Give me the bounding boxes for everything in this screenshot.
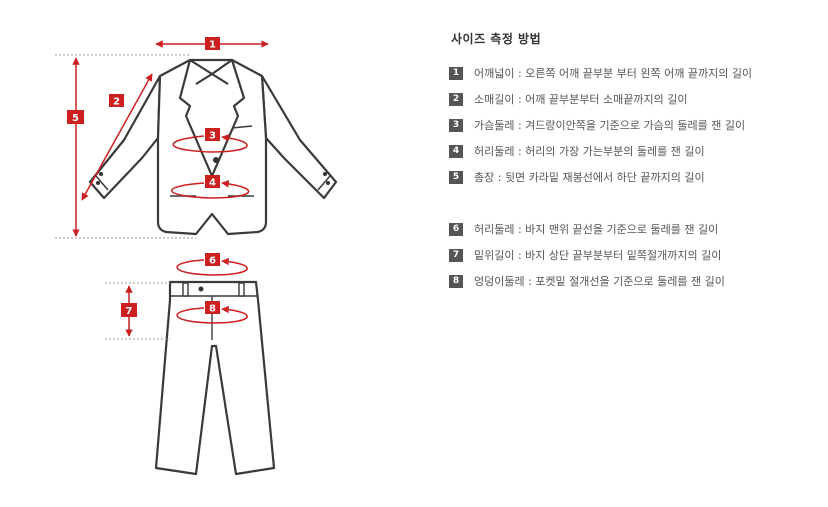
pants-outline	[154, 280, 276, 476]
svg-text:4: 4	[209, 178, 216, 189]
svg-text:5: 5	[72, 113, 79, 124]
legend-item: 2 소매길이 : 어깨 끝부분부터 소매끝까지의 길이	[449, 86, 819, 112]
marker-4: 4	[205, 175, 220, 189]
legend-text: 총장 : 뒷면 카라밑 재봉선에서 하단 끝까지의 길이	[474, 171, 705, 184]
legend-item: 7 밑위길이 : 바지 상단 끝부분부터 밑쪽절개까지의 길이	[449, 242, 819, 268]
measurement-legend: 사이즈 측정 방법 1 어깨넓이 : 오른쪽 어깨 끝부분 부터 왼쪽 어깨 끝…	[449, 30, 819, 294]
pants-button	[198, 286, 204, 292]
legend-text: 어깨넓이 : 오른쪽 어깨 끝부분 부터 왼쪽 어깨 끝까지의 길이	[474, 67, 753, 80]
legend-item: 8 엉덩이둘레 : 포켓밑 절개선을 기준으로 둘레를 잰 길이	[449, 268, 819, 294]
legend-text: 밑위길이 : 바지 상단 끝부분부터 밑쪽절개까지의 길이	[474, 249, 722, 262]
legend-badge: 4	[449, 144, 463, 158]
legend-badge: 1	[449, 66, 463, 80]
legend-item: 3 가슴둘레 : 겨드랑이안쪽을 기준으로 가슴의 둘레를 잰 길이	[449, 112, 819, 138]
marker-5: 5	[67, 110, 84, 124]
legend-badge: 3	[449, 118, 463, 132]
suit-measurement-diagram: 1 2 3 4 5 6 7 8	[55, 37, 338, 476]
svg-text:7: 7	[126, 306, 133, 317]
legend-item: 6 허리둘레 : 바지 맨위 끝선을 기준으로 둘레를 잰 길이	[449, 216, 819, 242]
marker-2: 2	[109, 94, 124, 108]
legend-badge: 6	[449, 222, 463, 236]
legend-title: 사이즈 측정 방법	[451, 32, 542, 46]
legend-badge: 8	[449, 274, 463, 288]
marker-8: 8	[205, 301, 220, 315]
svg-text:2: 2	[113, 97, 120, 108]
marker-1: 1	[205, 37, 220, 51]
measurement-lines	[72, 40, 269, 337]
marker-3: 3	[205, 128, 220, 142]
legend-item: 4 허리둘레 : 허리의 가장 가는부분의 둘레를 잰 길이	[449, 138, 819, 164]
svg-text:3: 3	[209, 131, 216, 142]
jacket-outline	[88, 58, 338, 236]
legend-badge: 2	[449, 92, 463, 106]
legend-item: 1 어깨넓이 : 오른쪽 어깨 끝부분 부터 왼쪽 어깨 끝까지의 길이	[449, 60, 819, 86]
svg-text:1: 1	[209, 40, 216, 51]
legend-text: 허리둘레 : 허리의 가장 가는부분의 둘레를 잰 길이	[474, 145, 705, 158]
svg-text:8: 8	[209, 304, 216, 315]
legend-text: 가슴둘레 : 겨드랑이안쪽을 기준으로 가슴의 둘레를 잰 길이	[474, 119, 746, 132]
guide-lines	[55, 54, 196, 340]
legend-text: 소매길이 : 어깨 끝부분부터 소매끝까지의 길이	[474, 93, 688, 106]
marker-6: 6	[205, 253, 220, 267]
legend-badge: 5	[449, 170, 463, 184]
legend-item: 5 총장 : 뒷면 카라밑 재봉선에서 하단 끝까지의 길이	[449, 164, 819, 190]
svg-text:6: 6	[209, 256, 216, 267]
legend-text: 엉덩이둘레 : 포켓밑 절개선을 기준으로 둘레를 잰 길이	[474, 275, 725, 288]
legend-badge: 7	[449, 248, 463, 262]
legend-text: 허리둘레 : 바지 맨위 끝선을 기준으로 둘레를 잰 길이	[474, 223, 719, 236]
marker-7: 7	[121, 303, 137, 317]
